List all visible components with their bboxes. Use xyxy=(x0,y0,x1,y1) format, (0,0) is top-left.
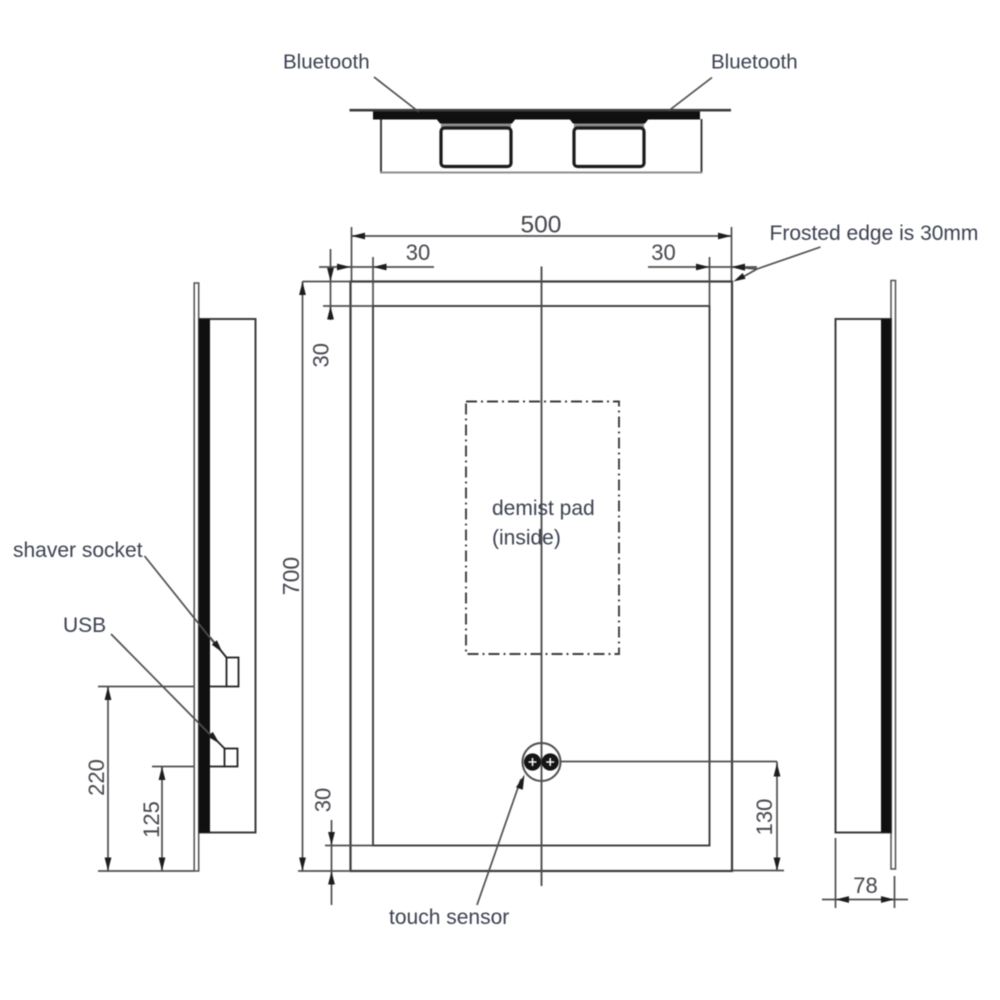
svg-text:Bluetooth: Bluetooth xyxy=(711,51,798,74)
svg-text:Frosted edge is 30mm: Frosted edge is 30mm xyxy=(770,222,979,245)
svg-text:demist pad: demist pad xyxy=(492,497,595,520)
svg-text:shaver socket: shaver socket xyxy=(13,539,143,562)
svg-text:touch sensor: touch sensor xyxy=(389,906,509,929)
svg-text:Bluetooth: Bluetooth xyxy=(283,51,370,74)
svg-text:30: 30 xyxy=(406,240,430,265)
svg-text:USB: USB xyxy=(63,614,106,637)
svg-text:500: 500 xyxy=(521,212,562,239)
svg-text:220: 220 xyxy=(84,759,109,796)
svg-text:30: 30 xyxy=(309,343,334,367)
svg-text:78: 78 xyxy=(853,873,877,898)
svg-text:130: 130 xyxy=(752,799,777,836)
svg-text:700: 700 xyxy=(278,557,304,595)
svg-text:125: 125 xyxy=(139,801,164,838)
svg-text:30: 30 xyxy=(311,788,336,812)
svg-text:30: 30 xyxy=(651,240,675,265)
svg-text:(inside): (inside) xyxy=(492,527,561,550)
